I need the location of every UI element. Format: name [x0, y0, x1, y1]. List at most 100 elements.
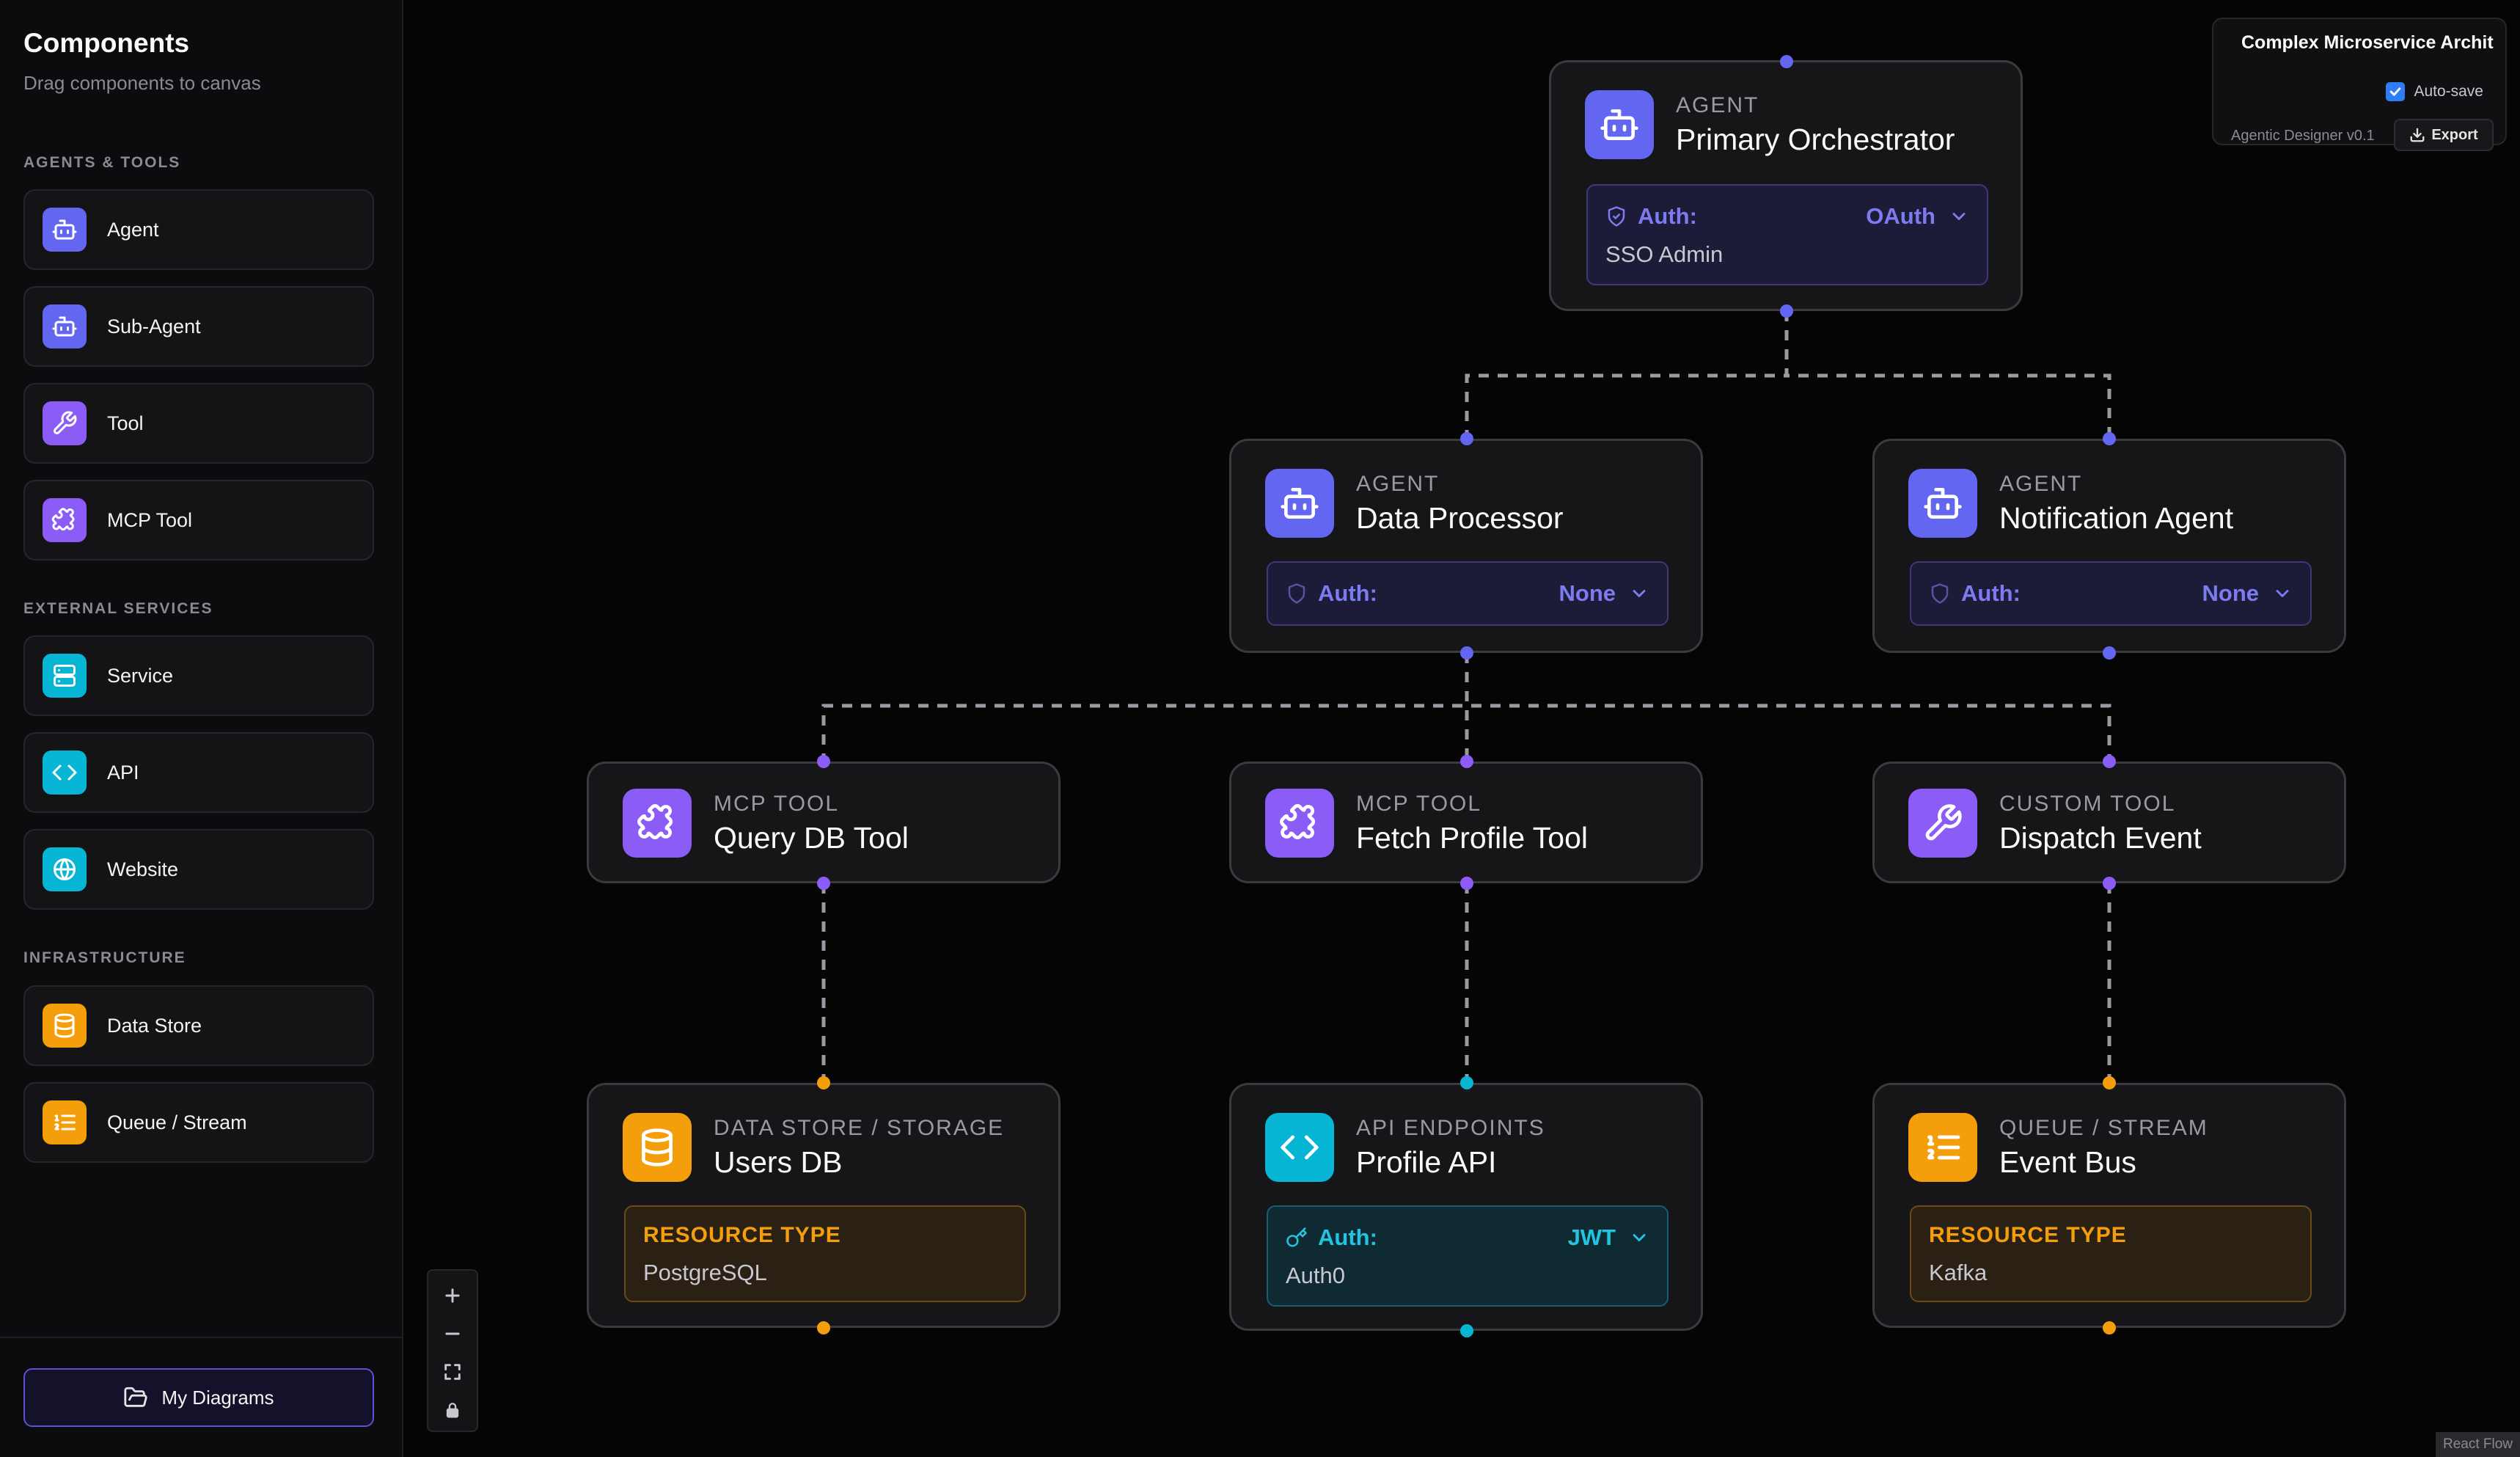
- node-header: AGENT Data Processor: [1265, 469, 1564, 538]
- check-icon: [2390, 87, 2401, 96]
- key-icon: [1286, 1227, 1307, 1247]
- wrench-icon: [43, 401, 87, 445]
- minus-icon: [445, 1332, 460, 1335]
- node-header: MCP TOOL Fetch Profile Tool: [1265, 789, 1588, 858]
- fit-view-icon: [444, 1364, 461, 1380]
- diagram-title[interactable]: Complex Microservice Archit: [2241, 32, 2494, 53]
- shield-icon: [1931, 583, 1949, 604]
- auth-value: None: [2202, 580, 2260, 606]
- node-type: MCP TOOL: [1356, 791, 1482, 816]
- palette-item-data-store[interactable]: Data Store: [23, 985, 374, 1066]
- export-button[interactable]: Export: [2394, 119, 2494, 151]
- robot-icon: [1908, 469, 1977, 538]
- robot-icon: [1265, 469, 1334, 538]
- auth-detail: SSO Admin: [1605, 241, 1724, 267]
- database-icon: [623, 1113, 692, 1182]
- my-diagrams-button[interactable]: My Diagrams: [23, 1368, 374, 1427]
- auth-selector[interactable]: Auth: None: [1267, 561, 1669, 626]
- diagram-info-panel: Complex Microservice Archit Auto-save Ag…: [2212, 18, 2507, 151]
- sidebar-subtitle: Drag components to canvas: [23, 72, 261, 94]
- node-name: Dispatch Event: [1999, 820, 2202, 855]
- node-name: Data Processor: [1356, 500, 1564, 535]
- palette-item-mcp-tool[interactable]: MCP Tool: [23, 480, 374, 560]
- chevron-down-icon: [1952, 213, 1966, 220]
- robot-icon: [1585, 90, 1654, 159]
- palette-item-label: Service: [107, 664, 174, 687]
- list-icon: [1908, 1113, 1977, 1182]
- wrench-icon: [1908, 789, 1977, 858]
- node-type: QUEUE / STREAM: [1999, 1115, 2208, 1140]
- lock-button[interactable]: [428, 1391, 477, 1429]
- node-name: Event Bus: [1999, 1144, 2136, 1179]
- auth-selector[interactable]: Auth: JWT Auth0: [1267, 1205, 1669, 1307]
- shield-icon: [1288, 583, 1305, 604]
- node-type: CUSTOM TOOL: [1999, 791, 2176, 816]
- node-query-db-tool[interactable]: MCP TOOL Query DB Tool: [587, 762, 1061, 883]
- palette-item-service[interactable]: Service: [23, 635, 374, 716]
- resource-type-box: RESOURCE TYPE Kafka: [1910, 1205, 2312, 1302]
- my-diagrams-label: My Diagrams: [161, 1386, 274, 1409]
- palette-item-tool[interactable]: Tool: [23, 383, 374, 464]
- code-icon: [43, 751, 87, 795]
- node-name: Primary Orchestrator: [1676, 122, 1955, 156]
- auth-label: Auth:: [1961, 580, 2021, 606]
- lock-icon: [446, 1403, 459, 1418]
- palette-item-sub-agent[interactable]: Sub-Agent: [23, 286, 374, 367]
- auth-selector[interactable]: Auth: OAuth SSO Admin: [1586, 184, 1988, 285]
- node-header: DATA STORE / STORAGE Users DB: [623, 1113, 1004, 1182]
- download-icon: [2410, 128, 2425, 142]
- globe-icon: [43, 847, 87, 891]
- palette-item-agent[interactable]: Agent: [23, 189, 374, 270]
- auth-label: Auth:: [1318, 1224, 1377, 1250]
- chevron-down-icon: [1633, 1234, 1646, 1241]
- resource-type-label: RESOURCE TYPE: [1929, 1223, 2127, 1247]
- chevron-down-icon: [1633, 590, 1646, 597]
- node-header: CUSTOM TOOL Dispatch Event: [1908, 789, 2202, 858]
- node-name: Notification Agent: [1999, 500, 2234, 535]
- palette-item-api[interactable]: API: [23, 732, 374, 813]
- zoom-out-button[interactable]: [428, 1315, 477, 1353]
- canvas-controls: [427, 1269, 478, 1432]
- node-name: Users DB: [714, 1144, 843, 1179]
- node-name: Profile API: [1356, 1144, 1497, 1179]
- node-notification-agent[interactable]: AGENT Notification Agent Auth: None: [1872, 439, 2346, 653]
- resource-type-value: Kafka: [1929, 1260, 1988, 1285]
- auth-selector[interactable]: Auth: None: [1910, 561, 2312, 626]
- fit-view-button[interactable]: [428, 1353, 477, 1391]
- node-event-bus[interactable]: QUEUE / STREAM Event Bus RESOURCE TYPE K…: [1872, 1083, 2346, 1328]
- zoom-in-button[interactable]: [428, 1277, 477, 1315]
- robot-icon: [43, 208, 87, 252]
- puzzle-icon: [43, 498, 87, 542]
- palette-item-queue-stream[interactable]: Queue / Stream: [23, 1082, 374, 1163]
- node-data-processor[interactable]: AGENT Data Processor Auth: None: [1229, 439, 1703, 653]
- node-header: AGENT Notification Agent: [1908, 469, 2233, 538]
- sidebar-title: Components: [23, 28, 190, 58]
- resource-type-label: RESOURCE TYPE: [643, 1223, 841, 1247]
- palette-item-label: Sub-Agent: [107, 315, 201, 337]
- autosave-checkbox[interactable]: [2386, 82, 2406, 101]
- node-type: AGENT: [1676, 92, 1759, 117]
- palette-item-label: Website: [107, 858, 179, 880]
- node-primary-orchestrator[interactable]: AGENT Primary Orchestrator Auth: OAuth S…: [1549, 60, 2023, 311]
- component-sidebar: Components Drag components to canvas AGE…: [0, 0, 403, 1457]
- node-header: AGENT Primary Orchestrator: [1585, 90, 1955, 159]
- palette-item-label: MCP Tool: [107, 508, 193, 531]
- export-label: Export: [2431, 126, 2478, 143]
- palette-item-label: Queue / Stream: [107, 1111, 247, 1133]
- node-type: DATA STORE / STORAGE: [714, 1115, 1005, 1140]
- auth-value: JWT: [1567, 1224, 1616, 1250]
- auth-label: Auth:: [1638, 203, 1697, 229]
- palette-item-website[interactable]: Website: [23, 829, 374, 910]
- code-icon: [1265, 1113, 1334, 1182]
- section-external-services: EXTERNAL SERVICES: [23, 600, 213, 617]
- node-profile-api[interactable]: API ENDPOINTS Profile API Auth: JWT Auth…: [1229, 1083, 1703, 1331]
- autosave-toggle[interactable]: Auto-save: [2386, 82, 2483, 101]
- palette-item-label: Agent: [107, 218, 159, 241]
- node-type: API ENDPOINTS: [1356, 1115, 1545, 1140]
- node-fetch-profile-tool[interactable]: MCP TOOL Fetch Profile Tool: [1229, 762, 1703, 883]
- node-users-db[interactable]: DATA STORE / STORAGE Users DB RESOURCE T…: [587, 1083, 1061, 1328]
- node-header: MCP TOOL Query DB Tool: [623, 789, 909, 858]
- react-flow-attribution[interactable]: React Flow: [2435, 1432, 2520, 1457]
- node-dispatch-event[interactable]: CUSTOM TOOL Dispatch Event: [1872, 762, 2346, 883]
- node-type: AGENT: [1999, 471, 2083, 496]
